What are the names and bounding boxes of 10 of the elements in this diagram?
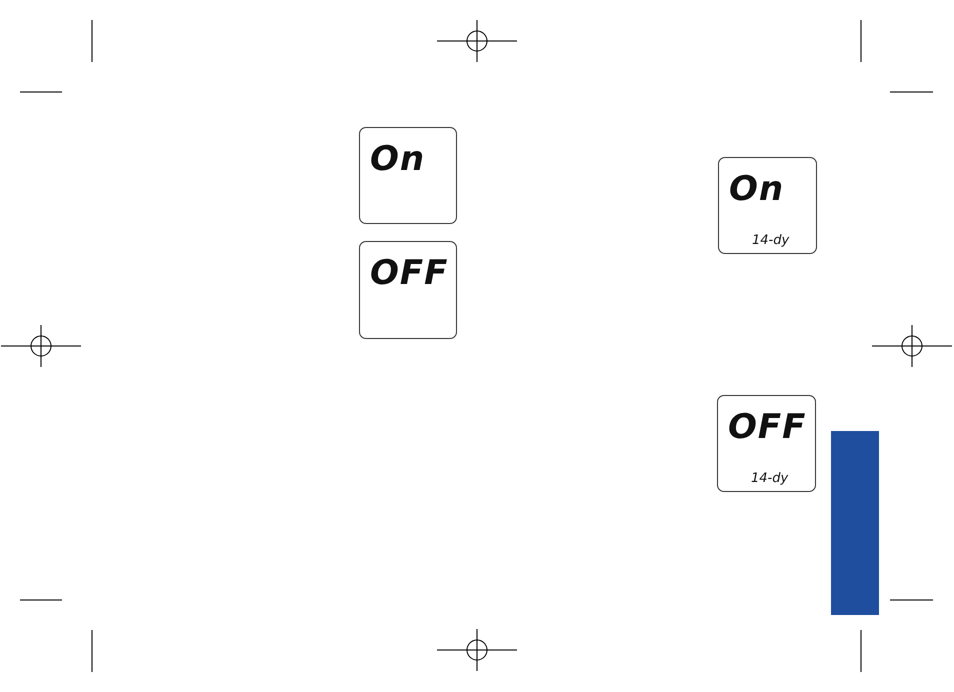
display-reading: OFF: [370, 256, 448, 290]
lcd-display: [359, 127, 457, 224]
display-reading: On: [729, 172, 784, 206]
display-reading: On: [370, 142, 426, 176]
display-indicator: 14-dy: [752, 234, 790, 247]
lcd-display: [718, 157, 817, 254]
display-indicator: 14-dy: [751, 472, 788, 485]
lcd-display: [717, 395, 816, 492]
lcd-display: [359, 241, 457, 339]
display-reading: OFF: [728, 410, 806, 444]
